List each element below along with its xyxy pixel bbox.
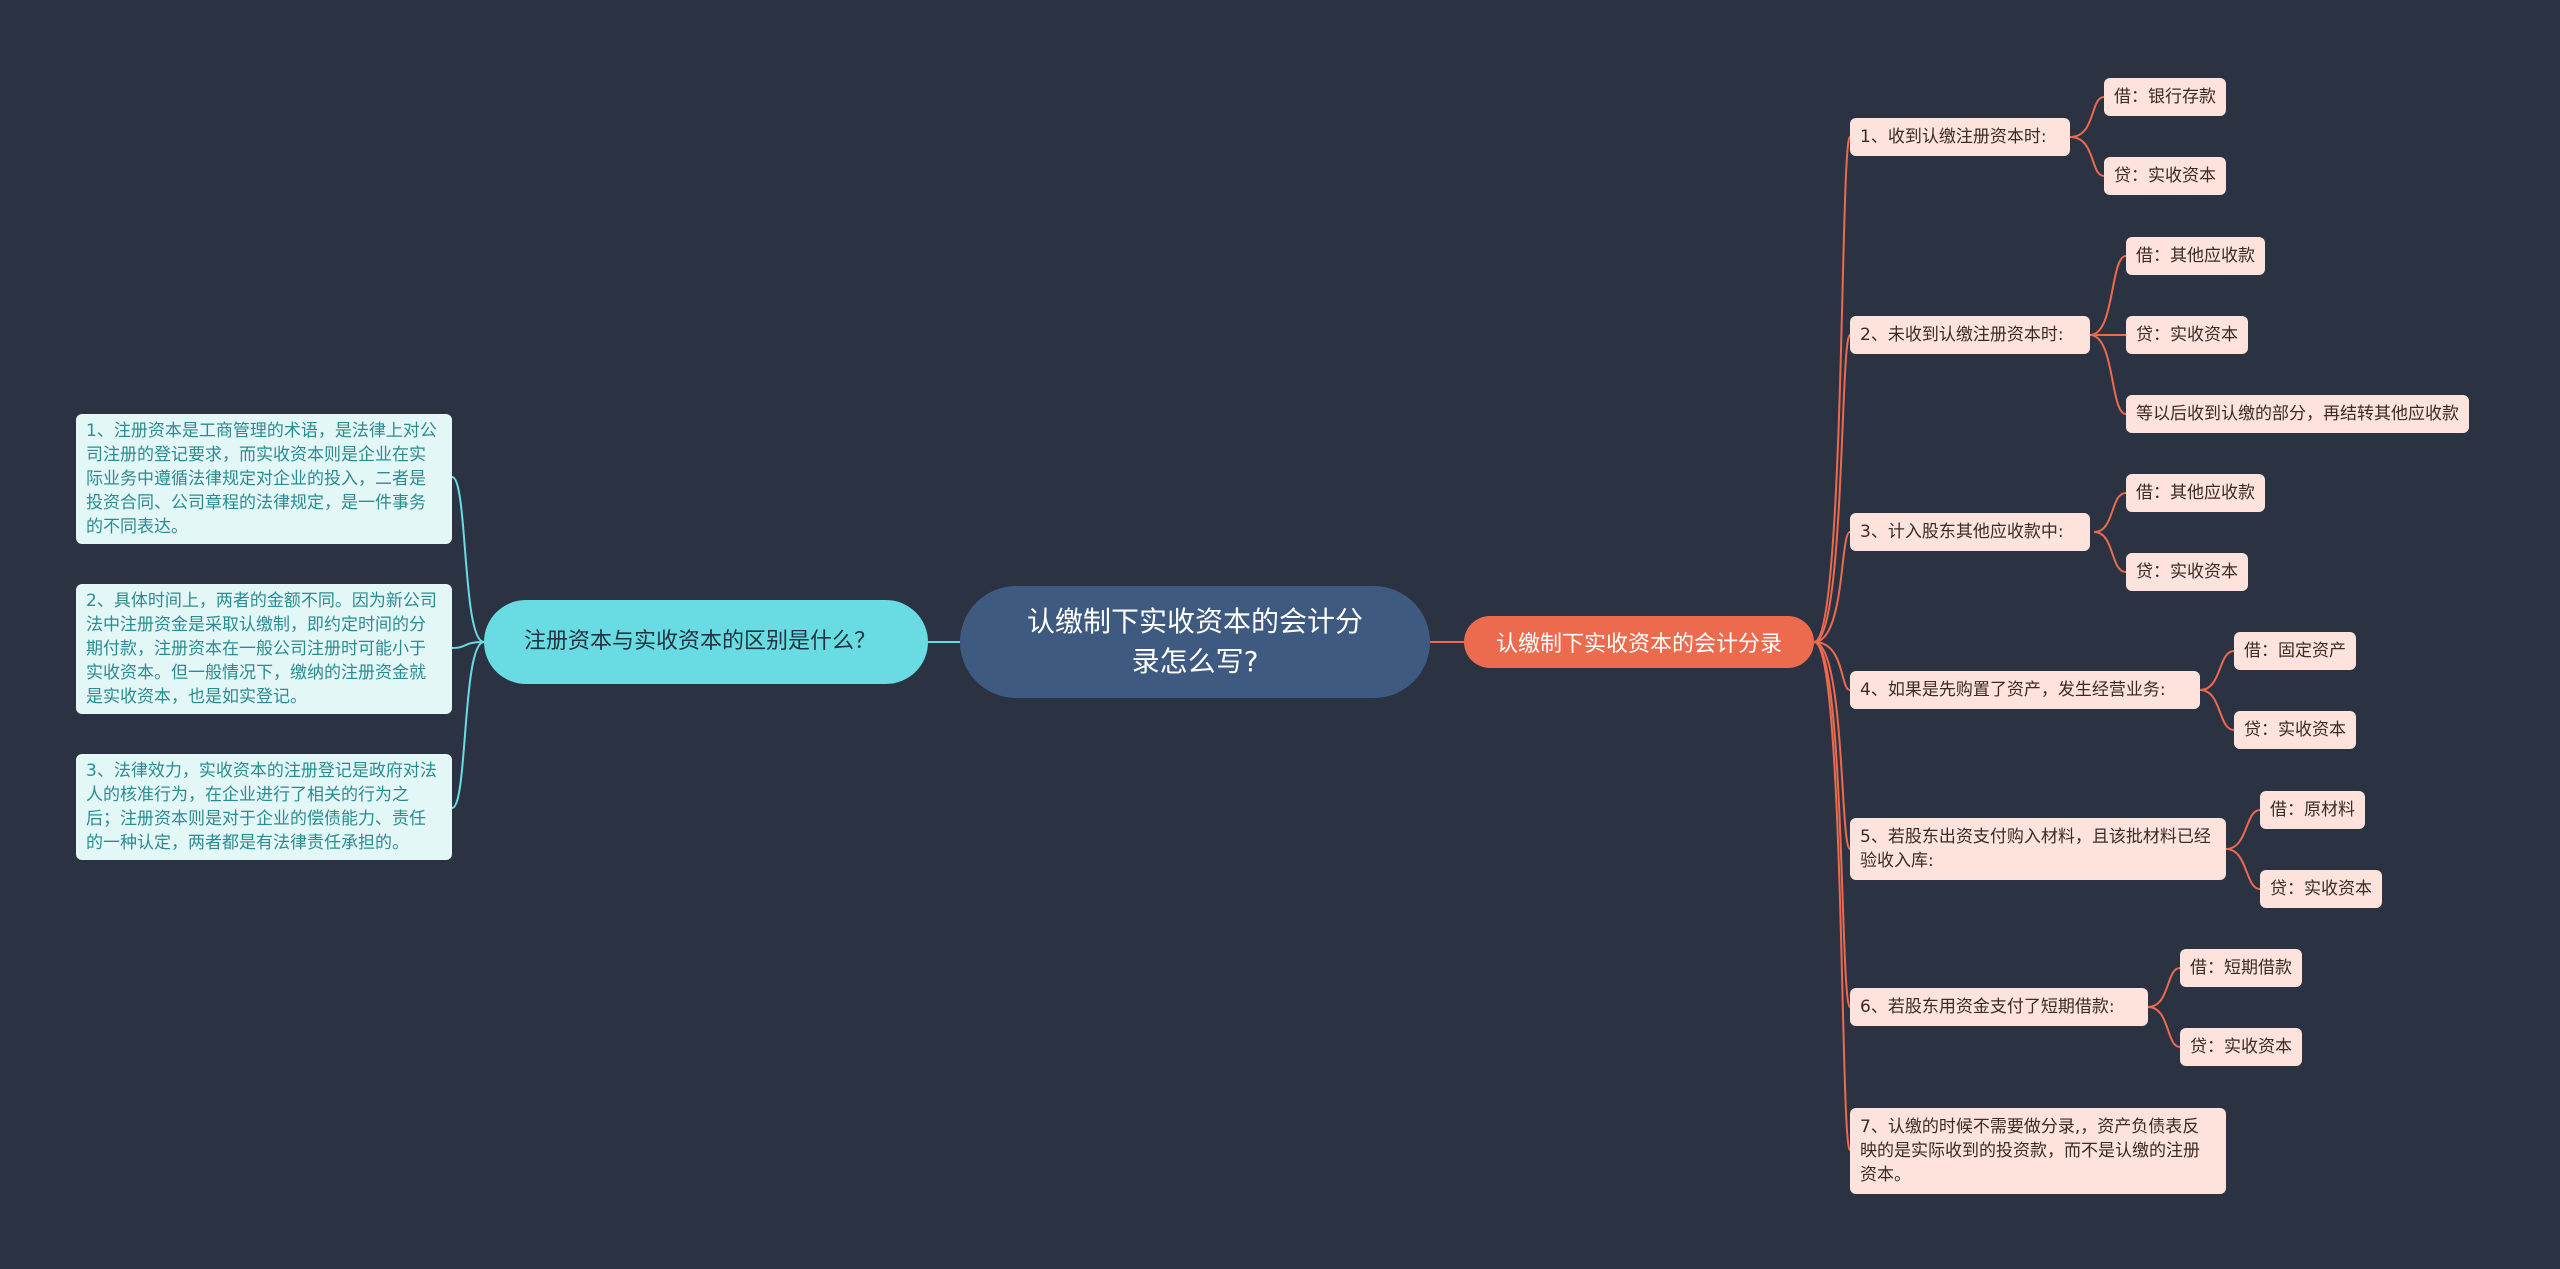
leaf-label: 借：固定资产 [2244, 641, 2346, 661]
leaf-label: 贷：实收资本 [2270, 879, 2372, 899]
subtopic-5[interactable]: 5、若股东出资支付购入材料，且该批材料已经验收入库: [1850, 818, 2226, 880]
leaf-label: 贷：实收资本 [2244, 720, 2346, 740]
leaf-label: 贷：实收资本 [2136, 562, 2238, 582]
leaf-3-credit[interactable]: 贷：实收资本 [2126, 553, 2248, 591]
left-note-2[interactable]: 2、具体时间上，两者的金额不同。因为新公司法中注册资金是采取认缴制，即约定时间的… [76, 584, 452, 714]
leaf-label: 借：其他应收款 [2136, 483, 2255, 503]
leaf-label: 等以后收到认缴的部分，再结转其他应收款 [2136, 404, 2459, 424]
main-topic-difference[interactable]: 注册资本与实收资本的区别是什么？ [484, 600, 928, 684]
note-text: 3、法律效力，实收资本的注册登记是政府对法人的核准行为，在企业进行了相关的行为之… [86, 761, 437, 853]
leaf-1-credit[interactable]: 贷：实收资本 [2104, 157, 2226, 195]
leaf-4-debit[interactable]: 借：固定资产 [2234, 632, 2356, 670]
leaf-2-debit[interactable]: 借：其他应收款 [2126, 237, 2265, 275]
subtopic-label: 3、计入股东其他应收款中: [1860, 522, 2064, 542]
subtopic-label: 1、收到认缴注册资本时: [1860, 127, 2047, 147]
leaf-6-debit[interactable]: 借：短期借款 [2180, 949, 2302, 987]
subtopic-7[interactable]: 7、认缴的时候不需要做分录,，资产负债表反映的是实际收到的投资款，而不是认缴的注… [1850, 1108, 2226, 1194]
left-note-3[interactable]: 3、法律效力，实收资本的注册登记是政府对法人的核准行为，在企业进行了相关的行为之… [76, 754, 452, 860]
leaf-label: 借：短期借款 [2190, 958, 2292, 978]
leaf-label: 借：原材料 [2270, 800, 2355, 820]
note-text: 2、具体时间上，两者的金额不同。因为新公司法中注册资金是采取认缴制，即约定时间的… [86, 591, 437, 707]
subtopic-4[interactable]: 4、如果是先购置了资产，发生经营业务: [1850, 671, 2200, 709]
leaf-label: 贷：实收资本 [2114, 166, 2216, 186]
leaf-label: 贷：实收资本 [2136, 325, 2238, 345]
main-topic-accounting-entries[interactable]: 认缴制下实收资本的会计分录 [1464, 616, 1814, 668]
leaf-4-credit[interactable]: 贷：实收资本 [2234, 711, 2356, 749]
leaf-6-credit[interactable]: 贷：实收资本 [2180, 1028, 2302, 1066]
leaf-3-debit[interactable]: 借：其他应收款 [2126, 474, 2265, 512]
leaf-5-debit[interactable]: 借：原材料 [2260, 791, 2365, 829]
subtopic-label: 7、认缴的时候不需要做分录,，资产负债表反映的是实际收到的投资款，而不是认缴的注… [1860, 1117, 2200, 1185]
leaf-label: 借：其他应收款 [2136, 246, 2255, 266]
left-note-1[interactable]: 1、注册资本是工商管理的术语，是法律上对公司注册的登记要求，而实收资本则是企业在… [76, 414, 452, 544]
leaf-2-note[interactable]: 等以后收到认缴的部分，再结转其他应收款 [2126, 395, 2469, 433]
leaf-label: 借：银行存款 [2114, 87, 2216, 107]
subtopic-label: 4、如果是先购置了资产，发生经营业务: [1860, 680, 2166, 700]
subtopic-label: 6、若股东用资金支付了短期借款: [1860, 997, 2115, 1017]
subtopic-2[interactable]: 2、未收到认缴注册资本时: [1850, 316, 2090, 354]
subtopic-label: 2、未收到认缴注册资本时: [1860, 325, 2064, 345]
leaf-5-credit[interactable]: 贷：实收资本 [2260, 870, 2382, 908]
leaf-1-debit[interactable]: 借：银行存款 [2104, 78, 2226, 116]
main-topic-label: 注册资本与实收资本的区别是什么？ [524, 629, 877, 654]
leaf-label: 贷：实收资本 [2190, 1037, 2292, 1057]
main-topic-label: 认缴制下实收资本的会计分录 [1495, 632, 1782, 657]
subtopic-6[interactable]: 6、若股东用资金支付了短期借款: [1850, 988, 2148, 1026]
note-text: 1、注册资本是工商管理的术语，是法律上对公司注册的登记要求，而实收资本则是企业在… [86, 421, 437, 537]
subtopic-1[interactable]: 1、收到认缴注册资本时: [1850, 118, 2070, 156]
subtopic-3[interactable]: 3、计入股东其他应收款中: [1850, 513, 2090, 551]
central-topic[interactable]: 认缴制下实收资本的会计分录怎么写? [960, 586, 1430, 698]
leaf-2-credit[interactable]: 贷：实收资本 [2126, 316, 2248, 354]
subtopic-label: 5、若股东出资支付购入材料，且该批材料已经验收入库: [1860, 827, 2211, 871]
central-topic-label: 认缴制下实收资本的会计分录怎么写? [1026, 605, 1363, 678]
